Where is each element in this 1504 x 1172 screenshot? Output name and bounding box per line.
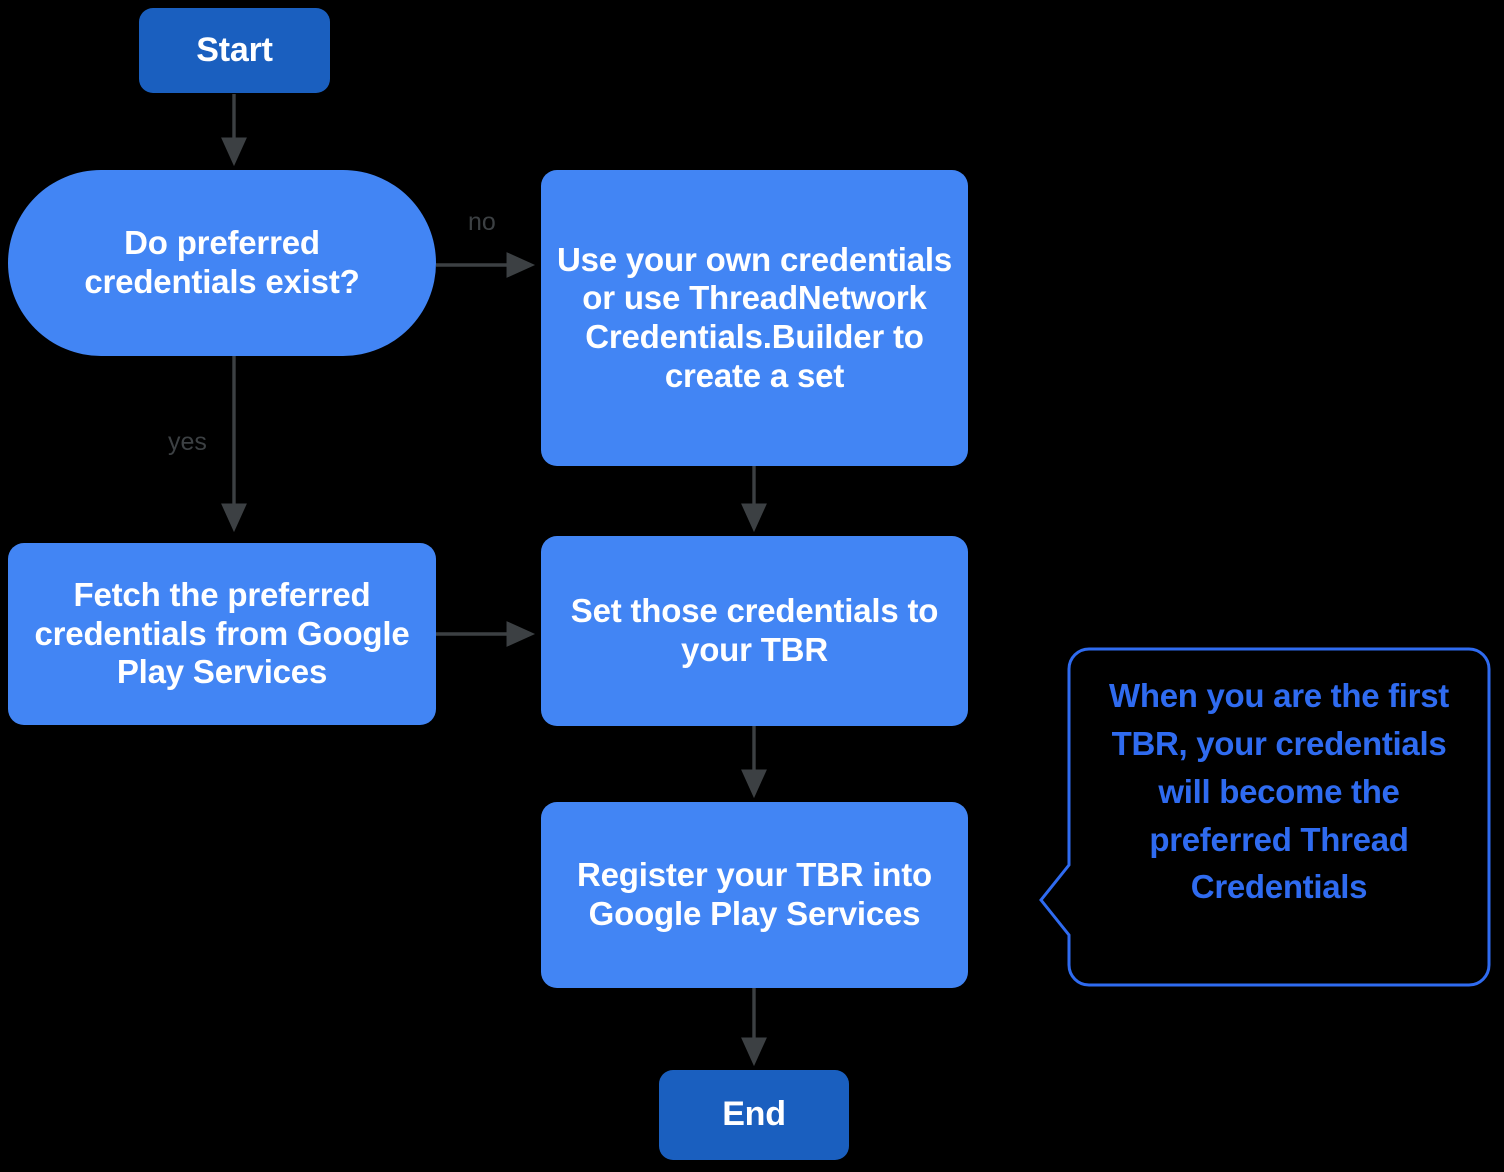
node-build-credentials[interactable]: Use your own credentials or use ThreadNe… — [541, 170, 968, 466]
node-register-tbr-label: Register your TBR into Google Play Servi… — [577, 856, 932, 932]
callout-note-text: When you are the first TBR, your credent… — [1109, 677, 1449, 906]
node-build-credentials-label: Use your own credentials or use ThreadNe… — [557, 240, 952, 394]
edge-label-yes: yes — [168, 428, 207, 456]
node-set-credentials[interactable]: Set those credentials to your TBR — [541, 536, 968, 726]
node-register-tbr[interactable]: Register your TBR into Google Play Servi… — [541, 802, 968, 988]
node-start-label: Start — [196, 30, 273, 69]
node-start[interactable]: Start — [139, 8, 330, 93]
node-fetch-credentials[interactable]: Fetch the preferred credentials from Goo… — [8, 543, 436, 725]
node-end-label: End — [722, 1095, 786, 1134]
node-decision-preferred-credentials[interactable]: Do preferred credentials exist? — [8, 170, 436, 356]
node-end[interactable]: End — [659, 1070, 849, 1160]
node-decision-label: Do preferred credentials exist? — [84, 224, 360, 300]
node-fetch-credentials-label: Fetch the preferred credentials from Goo… — [34, 576, 410, 691]
edge-label-no: no — [468, 208, 496, 236]
node-set-credentials-label: Set those credentials to your TBR — [570, 592, 939, 668]
